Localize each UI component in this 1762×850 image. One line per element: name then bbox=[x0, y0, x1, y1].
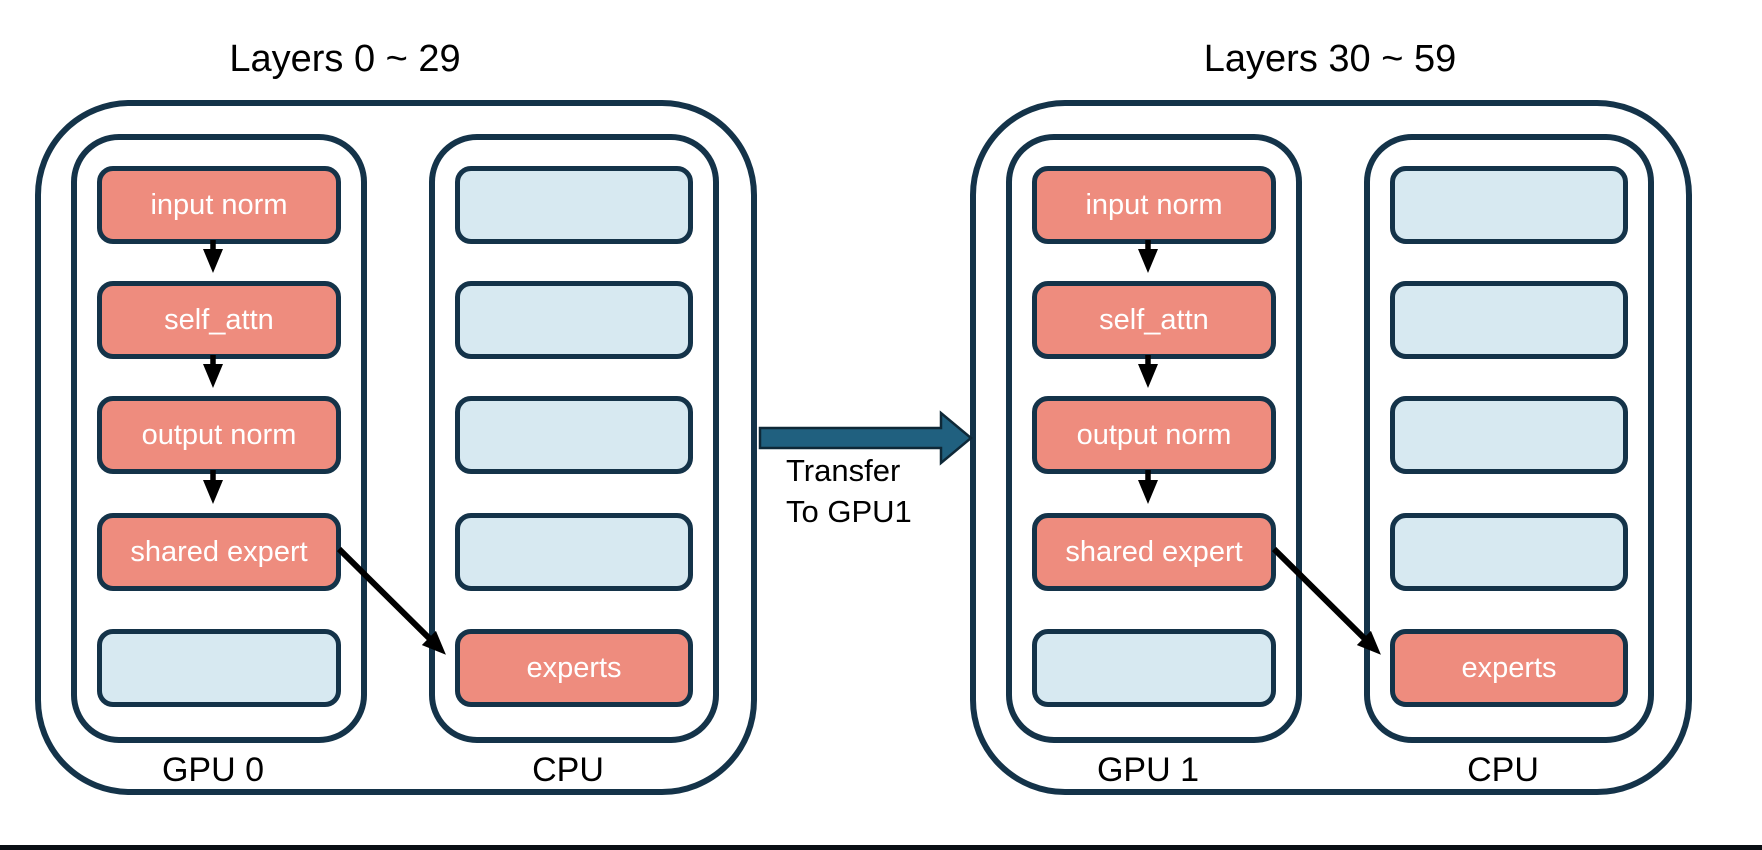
empty-slot bbox=[455, 396, 693, 474]
gpu0-container: input norm self_attn output norm shared … bbox=[71, 134, 367, 743]
input-norm-box: input norm bbox=[97, 166, 341, 244]
input-norm-box: input norm bbox=[1032, 166, 1276, 244]
bottom-border-bar bbox=[0, 845, 1762, 850]
shared-expert-box: shared expert bbox=[97, 513, 341, 591]
empty-slot bbox=[455, 513, 693, 591]
cpu-container-left: experts bbox=[429, 134, 719, 743]
empty-slot bbox=[455, 281, 693, 359]
experts-box: experts bbox=[455, 629, 693, 707]
shared-expert-box: shared expert bbox=[1032, 513, 1276, 591]
stage0-container: input norm self_attn output norm shared … bbox=[35, 100, 757, 795]
empty-slot bbox=[1390, 513, 1628, 591]
transfer-caption-line2: To GPU1 bbox=[786, 494, 912, 529]
cpu-container-right: experts bbox=[1364, 134, 1654, 743]
empty-slot bbox=[1390, 166, 1628, 244]
empty-slot bbox=[1390, 281, 1628, 359]
cpu-label-right: CPU bbox=[1467, 751, 1539, 789]
layers-range-title-left: Layers 0 ~ 29 bbox=[229, 38, 461, 80]
empty-slot bbox=[97, 629, 341, 707]
empty-slot bbox=[455, 166, 693, 244]
empty-slot bbox=[1390, 396, 1628, 474]
gpu1-container: input norm self_attn output norm shared … bbox=[1006, 134, 1302, 743]
transfer-caption: Transfer To GPU1 bbox=[786, 450, 912, 532]
gpu0-label: GPU 0 bbox=[161, 751, 265, 789]
experts-box: experts bbox=[1390, 629, 1628, 707]
stage1-container: input norm self_attn output norm shared … bbox=[970, 100, 1692, 795]
self-attn-box: self_attn bbox=[1032, 281, 1276, 359]
layers-range-title-right: Layers 30 ~ 59 bbox=[1203, 38, 1457, 80]
transfer-caption-line1: Transfer bbox=[786, 453, 901, 488]
cpu-label-left: CPU bbox=[532, 751, 604, 789]
output-norm-box: output norm bbox=[1032, 396, 1276, 474]
self-attn-box: self_attn bbox=[97, 281, 341, 359]
gpu1-label: GPU 1 bbox=[1096, 751, 1200, 789]
output-norm-box: output norm bbox=[97, 396, 341, 474]
empty-slot bbox=[1032, 629, 1276, 707]
